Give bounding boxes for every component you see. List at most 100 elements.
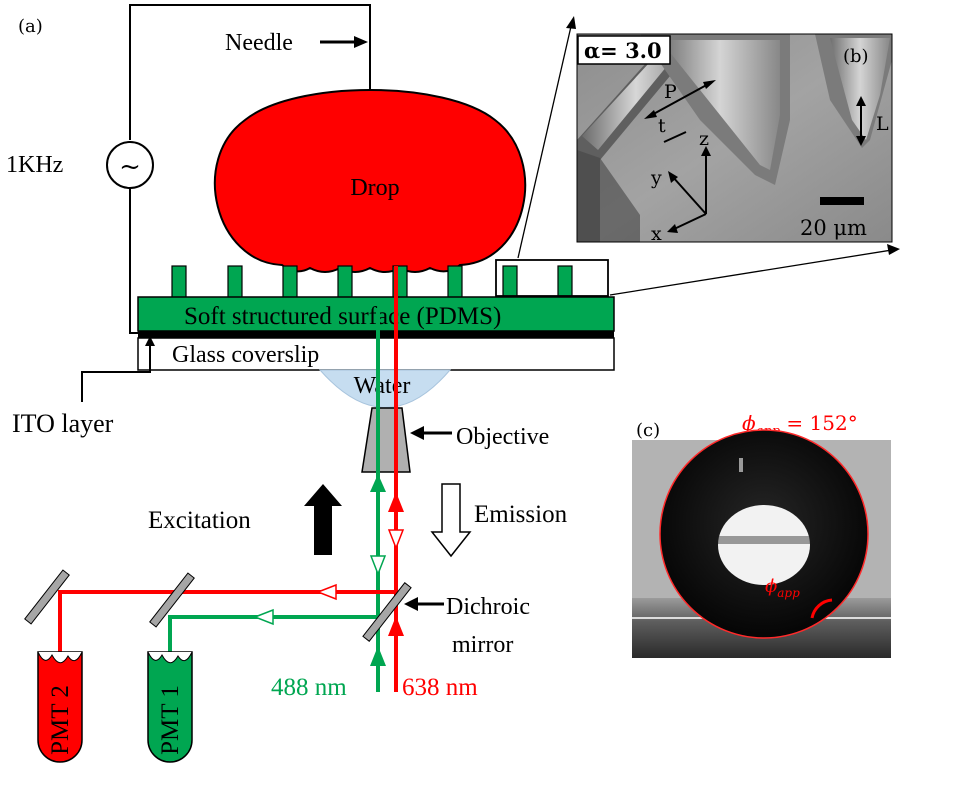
x-axis bbox=[671, 213, 707, 231]
pillar bbox=[171, 265, 187, 299]
zoom-line-lower bbox=[609, 249, 893, 296]
panel-label-a: (a) bbox=[18, 16, 43, 37]
scale-bar-label: 20 μm bbox=[800, 216, 867, 240]
circuit-wire-bottom bbox=[129, 188, 140, 334]
contact-angle-subscript: app bbox=[777, 586, 800, 600]
contact-angle-arc bbox=[810, 598, 833, 619]
water-immersion bbox=[318, 369, 452, 408]
pmt1-label: PMT 1 bbox=[157, 685, 184, 755]
ac-source-symbol: ~ bbox=[119, 152, 141, 182]
coverslip-label: Glass coverslip bbox=[172, 342, 319, 368]
water-label: Water bbox=[354, 373, 411, 399]
pmt2-label: PMT 2 bbox=[47, 685, 74, 755]
arrow-head-icon bbox=[701, 146, 711, 156]
pmt1-window bbox=[147, 651, 193, 664]
excitation-label: Excitation bbox=[148, 507, 251, 534]
pmt2-mirror bbox=[24, 569, 70, 625]
source-frequency-label: 1KHz bbox=[6, 152, 63, 178]
red-left-arrow-icon bbox=[315, 583, 337, 601]
contact-angle-symbol: ϕ bbox=[765, 576, 777, 597]
circuit-wire-top bbox=[129, 4, 371, 140]
contact-angle-photo: ϕapp bbox=[632, 429, 891, 658]
red-wavelength-label: 638 nm bbox=[402, 674, 478, 701]
sem-frame bbox=[576, 33, 893, 243]
pillar bbox=[502, 265, 518, 299]
contact-angle-title-symbol: ϕ bbox=[742, 411, 756, 435]
green-emission-path bbox=[168, 615, 378, 668]
arrow-head-icon bbox=[644, 110, 657, 119]
excitation-arrow-icon bbox=[304, 484, 342, 555]
z-label: z bbox=[699, 128, 709, 150]
alpha-label-box bbox=[577, 35, 671, 65]
droplet-fit-circle bbox=[659, 429, 869, 639]
red-up-arrow-icon bbox=[388, 492, 404, 512]
drop-label: Drop bbox=[350, 175, 399, 201]
contact-angle-title-value: = 152° bbox=[780, 411, 858, 435]
needle-tip-remnant bbox=[739, 458, 743, 472]
sem-ridge-highlight bbox=[830, 38, 890, 140]
t-arrow bbox=[663, 131, 687, 143]
ito-label: ITO layer bbox=[12, 409, 114, 438]
emission-label: Emission bbox=[474, 501, 568, 528]
sem-inset: α= 3.0 (b) P t L z y x 20 μm bbox=[576, 33, 893, 245]
dichroic-mirror bbox=[362, 582, 412, 642]
pmt2-window bbox=[37, 651, 83, 664]
scale-bar bbox=[820, 197, 864, 205]
dichroic-label-line2: mirror bbox=[452, 632, 513, 658]
sem-ridge-shadow bbox=[577, 150, 640, 242]
needle-arrow-icon bbox=[354, 36, 368, 48]
green-wavelength-label: 488 nm bbox=[271, 674, 347, 701]
pmt1-tube bbox=[147, 651, 193, 763]
objective-arrow-icon bbox=[410, 426, 424, 440]
dichroic-arrow-icon bbox=[404, 597, 418, 611]
pillar bbox=[282, 265, 298, 299]
ac-source-icon bbox=[106, 141, 154, 189]
ito-arrow-icon bbox=[145, 336, 155, 346]
pillar bbox=[557, 265, 573, 299]
emission-arrow-icon bbox=[430, 483, 472, 558]
zoom-arrow-icon bbox=[566, 16, 576, 29]
zoom-region-box bbox=[495, 259, 609, 297]
panel-label-c: (c) bbox=[636, 420, 660, 441]
t-label: t bbox=[658, 115, 666, 137]
x-label: x bbox=[651, 223, 662, 245]
sem-ridge-highlight bbox=[660, 40, 780, 170]
droplet-reflection-band bbox=[718, 536, 810, 544]
zoom-line-upper bbox=[517, 21, 573, 259]
p-label: P bbox=[664, 81, 677, 103]
pillar bbox=[227, 265, 243, 299]
pillar bbox=[337, 265, 353, 299]
pmt2-tube bbox=[37, 651, 83, 763]
panel-label-b: (b) bbox=[843, 46, 869, 67]
pmt1-mirror bbox=[149, 572, 195, 628]
green-down-arrow-icon bbox=[369, 555, 387, 577]
arrow-head-icon bbox=[703, 80, 716, 89]
objective-label: Objective bbox=[456, 424, 549, 450]
arrow-head-icon bbox=[668, 171, 678, 183]
arrow-head-icon bbox=[856, 136, 866, 146]
green-input-arrow-icon bbox=[370, 646, 386, 666]
arrow-head-icon bbox=[856, 96, 866, 106]
y-axis bbox=[671, 175, 707, 215]
p-arrow bbox=[647, 81, 713, 118]
y-label: y bbox=[650, 167, 662, 189]
alpha-label: α= 3.0 bbox=[584, 38, 662, 63]
red-down-arrow-icon bbox=[387, 529, 405, 551]
pdms-label: Soft structured surface (PDMS) bbox=[184, 303, 501, 330]
pillar bbox=[447, 265, 463, 299]
green-left-arrow-icon bbox=[252, 608, 274, 626]
red-emission-path bbox=[58, 590, 396, 670]
ito-leader-line bbox=[81, 342, 151, 402]
green-up-arrow-icon bbox=[370, 474, 386, 492]
contact-angle-label: ϕapp bbox=[765, 576, 800, 600]
zoom-arrow-icon bbox=[887, 244, 900, 255]
objective-lens bbox=[361, 407, 411, 473]
l-label: L bbox=[876, 113, 889, 135]
dichroic-label-line1: Dichroic bbox=[446, 594, 530, 620]
droplet-reflection bbox=[718, 505, 810, 585]
needle-label: Needle bbox=[225, 30, 293, 56]
red-input-arrow-icon bbox=[388, 616, 404, 636]
arrow-head-icon bbox=[667, 224, 678, 233]
